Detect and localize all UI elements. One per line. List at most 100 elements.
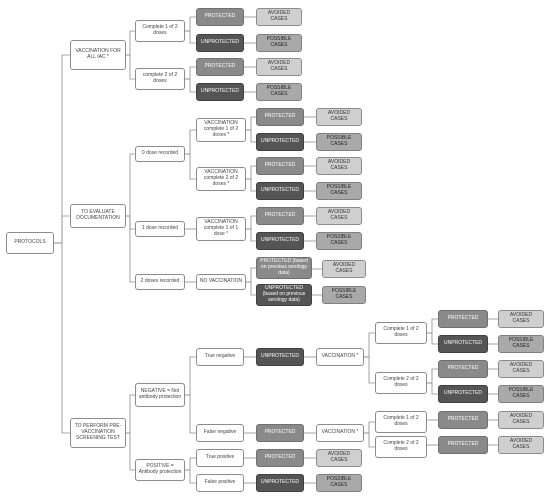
- connector-line: [126, 215, 135, 283]
- connector-line: [54, 215, 70, 244]
- connector-line: [246, 215, 256, 230]
- protected-previous-serology-node: PROTECTED (based on previous serology da…: [256, 257, 312, 279]
- possible-cases-node: POSSIBLE CASES: [316, 232, 362, 250]
- protocols-node: PROTOCOLS: [6, 232, 54, 254]
- avoided-cases-node: AVOIDED CASES: [498, 436, 544, 454]
- protected-node: PROTECTED: [438, 360, 488, 378]
- protected-node: PROTECTED: [438, 436, 488, 454]
- connector-line: [185, 129, 196, 155]
- unprotected-node: UNPROTECTED: [438, 335, 488, 353]
- unprotected-node: UNPROTECTED: [438, 385, 488, 403]
- connector-line: [126, 432, 135, 471]
- unprotected-node: UNPROTECTED: [256, 232, 304, 250]
- avoided-cases-node: AVOIDED CASES: [498, 310, 544, 328]
- no-vaccination-node: NO VACCINATION: [196, 274, 246, 290]
- connector-line: [54, 242, 70, 434]
- positive-node: POSITIVE = Antibody protection: [135, 459, 185, 481]
- protected-node: PROTECTED: [196, 8, 244, 26]
- complete-2of2-node: Complete 2 of 2 doses: [375, 436, 427, 458]
- negative-node: NEGATIVE = Not antibody protection: [135, 383, 185, 407]
- connector-line: [126, 215, 135, 230]
- protected-node: PROTECTED: [256, 424, 304, 442]
- complete-2of2-node: complete 2 of 2 doses: [135, 68, 185, 90]
- connector-line: [185, 394, 196, 434]
- connector-line: [126, 153, 135, 217]
- unprotected-node: UNPROTECTED: [196, 83, 244, 101]
- zero-dose-node: 0 dose recorded: [135, 146, 185, 162]
- protected-node: PROTECTED: [256, 108, 304, 126]
- connector-line: [246, 178, 256, 192]
- protected-node: PROTECTED: [256, 207, 304, 225]
- connector-line: [246, 281, 256, 296]
- possible-cases-node: POSSIBLE CASES: [498, 385, 544, 403]
- connector-line: [126, 394, 135, 434]
- complete-1of2-node: Complete 1 of 2 doses: [375, 322, 427, 344]
- connector-line: [246, 116, 256, 131]
- false-positive-node: False positive: [196, 474, 244, 492]
- connector-line: [185, 356, 196, 396]
- true-positive-node: True positive: [196, 449, 244, 467]
- possible-cases-node: POSSIBLE CASES: [316, 182, 362, 200]
- connector-line: [364, 332, 375, 358]
- protected-node: PROTECTED: [438, 310, 488, 328]
- evaluate-documentation-node: TO EVALUATE DOCUMENTATION: [70, 204, 126, 228]
- protected-node: PROTECTED: [256, 157, 304, 175]
- connector-line: [185, 78, 196, 93]
- connector-line: [126, 30, 135, 56]
- protected-node: PROTECTED: [256, 449, 304, 467]
- connector-line: [427, 368, 438, 384]
- avoided-cases-node: AVOIDED CASES: [316, 449, 362, 467]
- avoided-cases-node: AVOIDED CASES: [498, 360, 544, 378]
- connector-line: [185, 66, 196, 80]
- possible-cases-node: POSSIBLE CASES: [256, 83, 302, 101]
- vaccination-node: VACCINATION *: [316, 348, 364, 366]
- possible-cases-node: POSSIBLE CASES: [316, 474, 362, 492]
- connector-line: [54, 54, 70, 244]
- possible-cases-node: POSSIBLE CASES: [256, 34, 302, 52]
- unprotected-node: UNPROTECTED: [256, 182, 304, 200]
- avoided-cases-node: AVOIDED CASES: [256, 8, 302, 26]
- unprotected-node: UNPROTECTED: [256, 133, 304, 151]
- avoided-cases-node: AVOIDED CASES: [316, 108, 362, 126]
- connector-line: [246, 228, 256, 242]
- vaccination-complete-1of2-node: VACCINATION complete 1 of 2 doses *: [196, 118, 246, 142]
- pre-vaccination-screening-node: TO PERFORM PRE-VACCINATION SCREENING TES…: [70, 418, 126, 448]
- connector-line: [185, 469, 196, 484]
- unprotected-node: UNPROTECTED: [256, 348, 304, 366]
- vaccination-for-all-node: VACCINATION FOR ALL IAC *: [70, 40, 126, 70]
- avoided-cases-node: AVOIDED CASES: [322, 260, 366, 278]
- avoided-cases-node: AVOIDED CASES: [256, 58, 302, 76]
- possible-cases-node: POSSIBLE CASES: [322, 286, 366, 304]
- complete-1of2-node: Complete 1 of 2 doses: [375, 411, 427, 433]
- true-negative-node: True negative: [196, 348, 244, 366]
- connector-line: [246, 165, 256, 180]
- unprotected-node: UNPROTECTED: [256, 474, 304, 492]
- connector-line: [246, 129, 256, 143]
- connector-line: [427, 332, 438, 345]
- protected-node: PROTECTED: [438, 411, 488, 429]
- connector-line: [185, 16, 196, 32]
- protected-node: PROTECTED: [196, 58, 244, 76]
- complete-1of2-node: Complete 1 of 2 doses: [135, 20, 185, 42]
- connector-line: [185, 153, 196, 180]
- connector-line: [185, 457, 196, 471]
- connector-line: [126, 54, 135, 80]
- connector-line: [427, 382, 438, 395]
- connector-line: [246, 267, 256, 283]
- vaccination-complete-2of2-node: VACCINATION complete 2 of 2 doses *: [196, 167, 246, 191]
- connector-line: [364, 421, 375, 434]
- unprotected-node: UNPROTECTED: [196, 34, 244, 52]
- connector-line: [364, 356, 375, 384]
- possible-cases-node: POSSIBLE CASES: [316, 133, 362, 151]
- connector-line: [185, 30, 196, 44]
- two-doses-node: 2 doses recorded: [135, 274, 185, 290]
- connector-line: [364, 432, 375, 448]
- false-negative-node: False negative: [196, 424, 244, 442]
- vaccination-complete-1of1-node: VACCINATION complete 1 of 1 dose *: [196, 217, 246, 241]
- avoided-cases-node: AVOIDED CASES: [316, 207, 362, 225]
- avoided-cases-node: AVOIDED CASES: [498, 411, 544, 429]
- unprotected-previous-serology-node: UNPROTECTED (based on previous serology …: [256, 284, 312, 306]
- possible-cases-node: POSSIBLE CASES: [498, 335, 544, 353]
- avoided-cases-node: AVOIDED CASES: [316, 157, 362, 175]
